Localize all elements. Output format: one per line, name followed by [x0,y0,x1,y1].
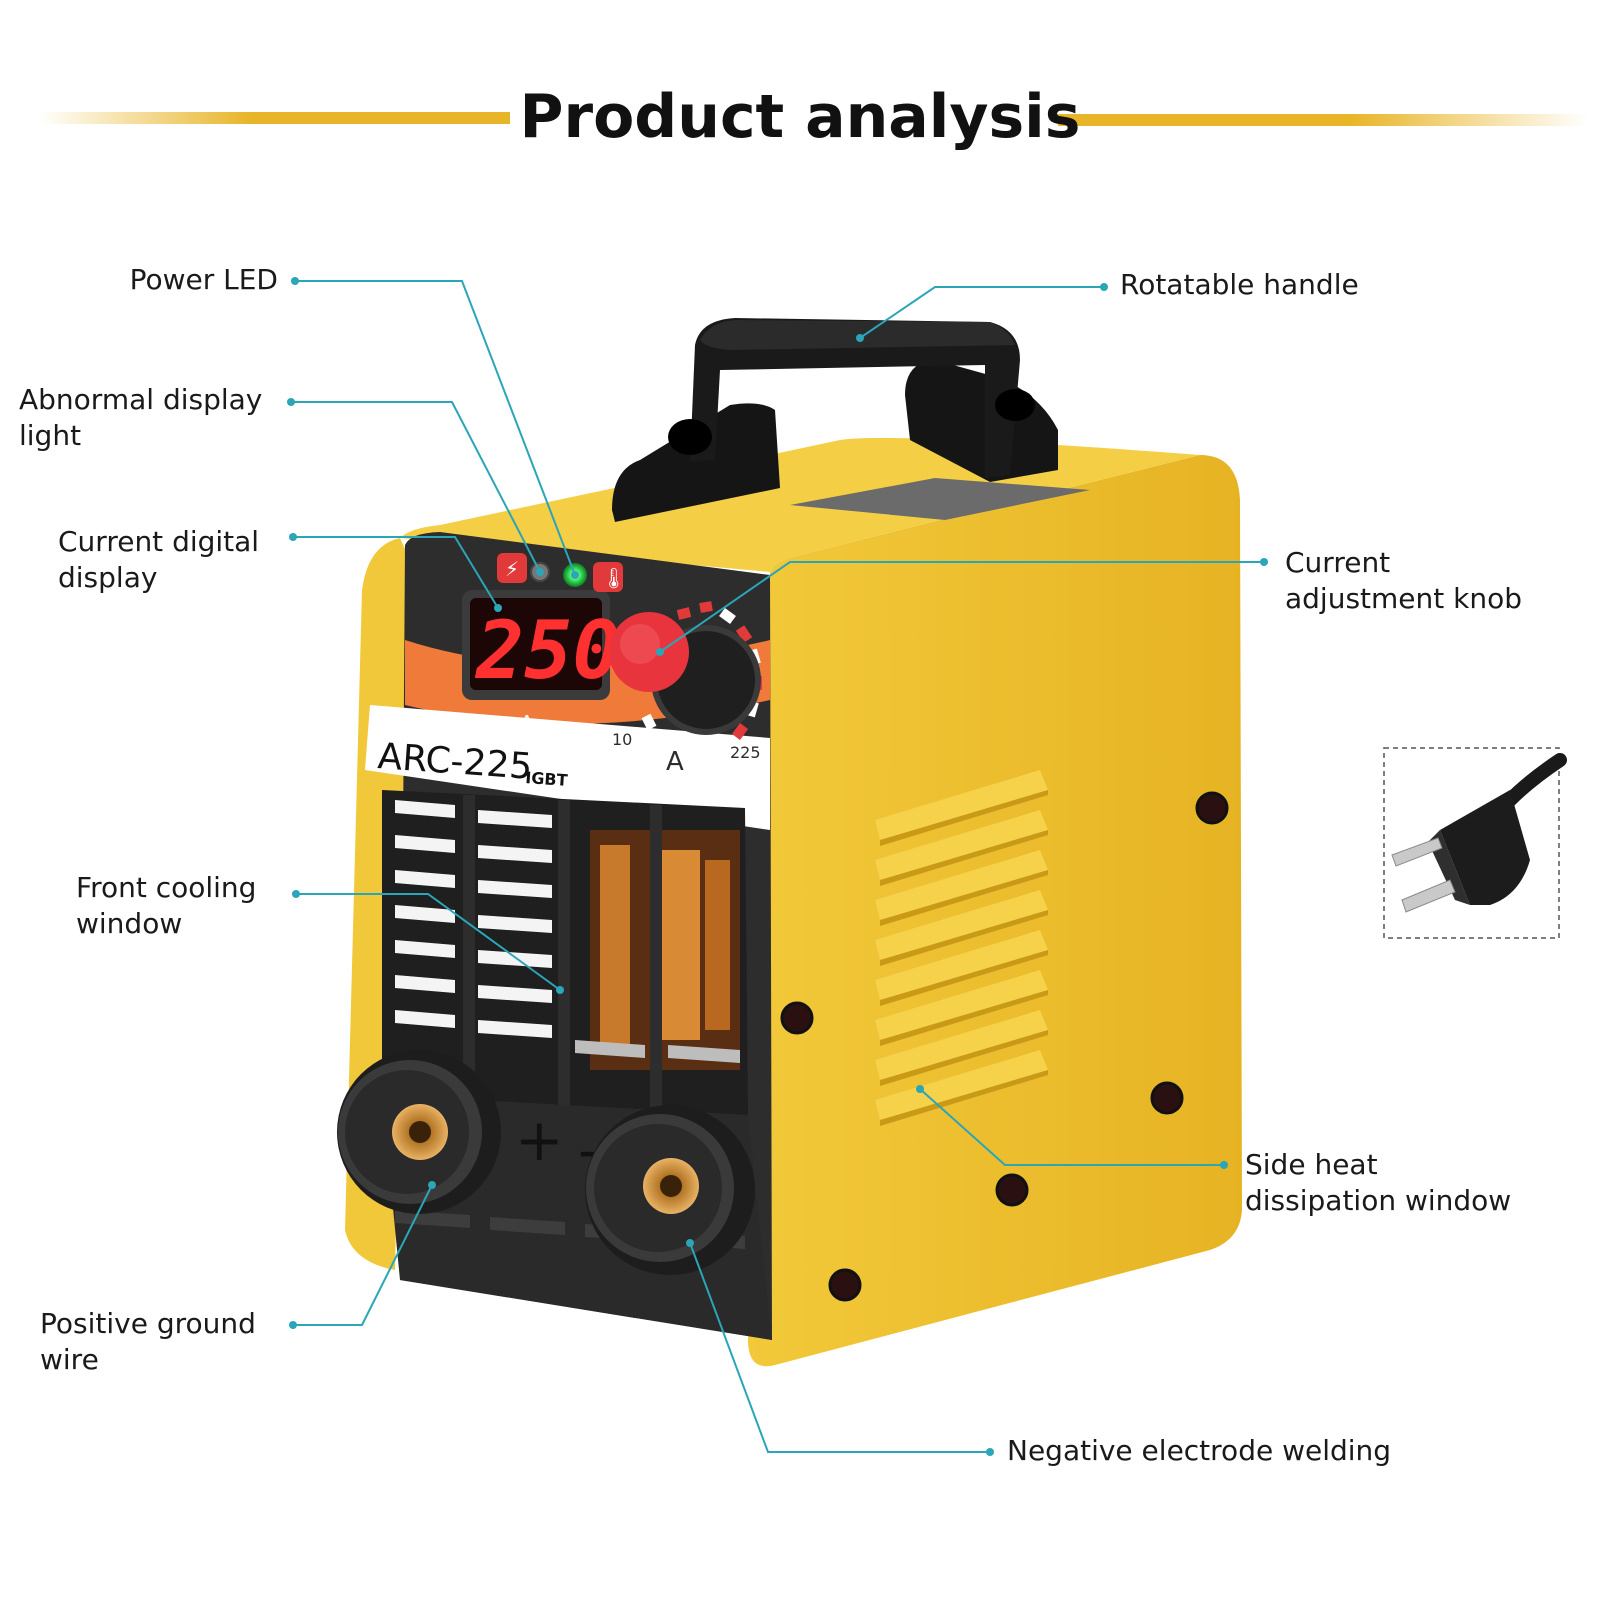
thermometer-icon-box [593,562,623,592]
leader-lines [291,280,1264,1453]
knob-highlight [620,624,660,664]
leader-digital-display [293,536,499,609]
scale-min: 10 [612,730,632,749]
igbt-label: IGBT [525,768,569,790]
callout-side-heat: Side heat dissipation window [1245,1147,1511,1219]
callout-abnormal-light: Abnormal display light [19,382,262,454]
lightning-icon: ⚡ [505,557,519,581]
callout-power-led-text: Power LED [129,263,278,296]
leader-side-heat [919,1088,1224,1166]
callout-power-led: Power LED [130,262,278,298]
screws [780,791,1229,1302]
abnormal-icon-box [497,553,527,583]
callout-digital-display-line2: display [58,561,158,594]
callout-abnormal-light-line1: Abnormal display [19,383,263,416]
leader-positive-ground [293,1184,433,1326]
callout-side-heat-line2: dissipation window [1245,1184,1512,1217]
callout-front-cooling-line1: Front cooling [76,871,257,904]
leader-front-cooling [296,893,561,991]
callout-handle: Rotatable handle [1120,267,1359,303]
callout-positive-ground-line2: wire [40,1343,99,1376]
thermometer-icon: 🌡 [601,566,626,590]
callout-digital-display: Current digital display [58,524,259,596]
callout-positive-ground-line1: Positive ground [40,1307,256,1340]
leader-handle [859,286,1104,339]
leader-dots [287,277,1268,1456]
callout-digital-display-line1: Current digital [58,525,260,558]
side-louvers [875,770,1048,1126]
callout-negative-electrode: Negative electrode welding [1007,1433,1391,1469]
power-plug-inset [1383,747,1567,939]
callout-front-cooling: Front cooling window [76,870,256,942]
leader-abnormal-light [291,401,541,573]
label-band [365,705,770,830]
title-decor-right [1058,114,1588,126]
grille-slots [395,800,740,1063]
display-unit: A [520,711,534,735]
display-digits: 250 [474,604,621,697]
digital-display [470,598,602,690]
callout-knob-line2: adjustment knob [1285,582,1523,615]
leader-negative-electrode [689,1242,990,1453]
callout-abnormal-light-line2: light [19,419,82,452]
callout-negative-electrode-text: Negative electrode welding [1007,1434,1392,1467]
callout-front-cooling-line2: window [76,907,183,940]
grille-bars [463,795,662,1110]
rotatable-handle[interactable] [612,318,1058,522]
leader-knob [659,561,1264,653]
scale-max: 225 [730,743,761,762]
callout-knob-line1: Current [1285,546,1391,579]
internal-copper [590,830,740,1070]
title-decor-left [40,112,510,124]
callout-knob: Current adjustment knob [1285,545,1522,617]
callout-side-heat-line1: Side heat [1245,1148,1378,1181]
top-label-plate [790,478,1090,520]
negative-terminal [585,1105,755,1275]
knob-unit: A [666,747,684,777]
page-title: Product analysis [519,82,1081,152]
welder-machine: 250 A ⚡ 🌡 10 225 [337,318,1567,1367]
plus-sign: + [515,1106,564,1174]
positive-terminal [337,1050,501,1214]
leader-power-led [295,280,576,576]
callout-handle-text: Rotatable handle [1120,268,1359,301]
callout-positive-ground: Positive ground wire [40,1306,256,1378]
